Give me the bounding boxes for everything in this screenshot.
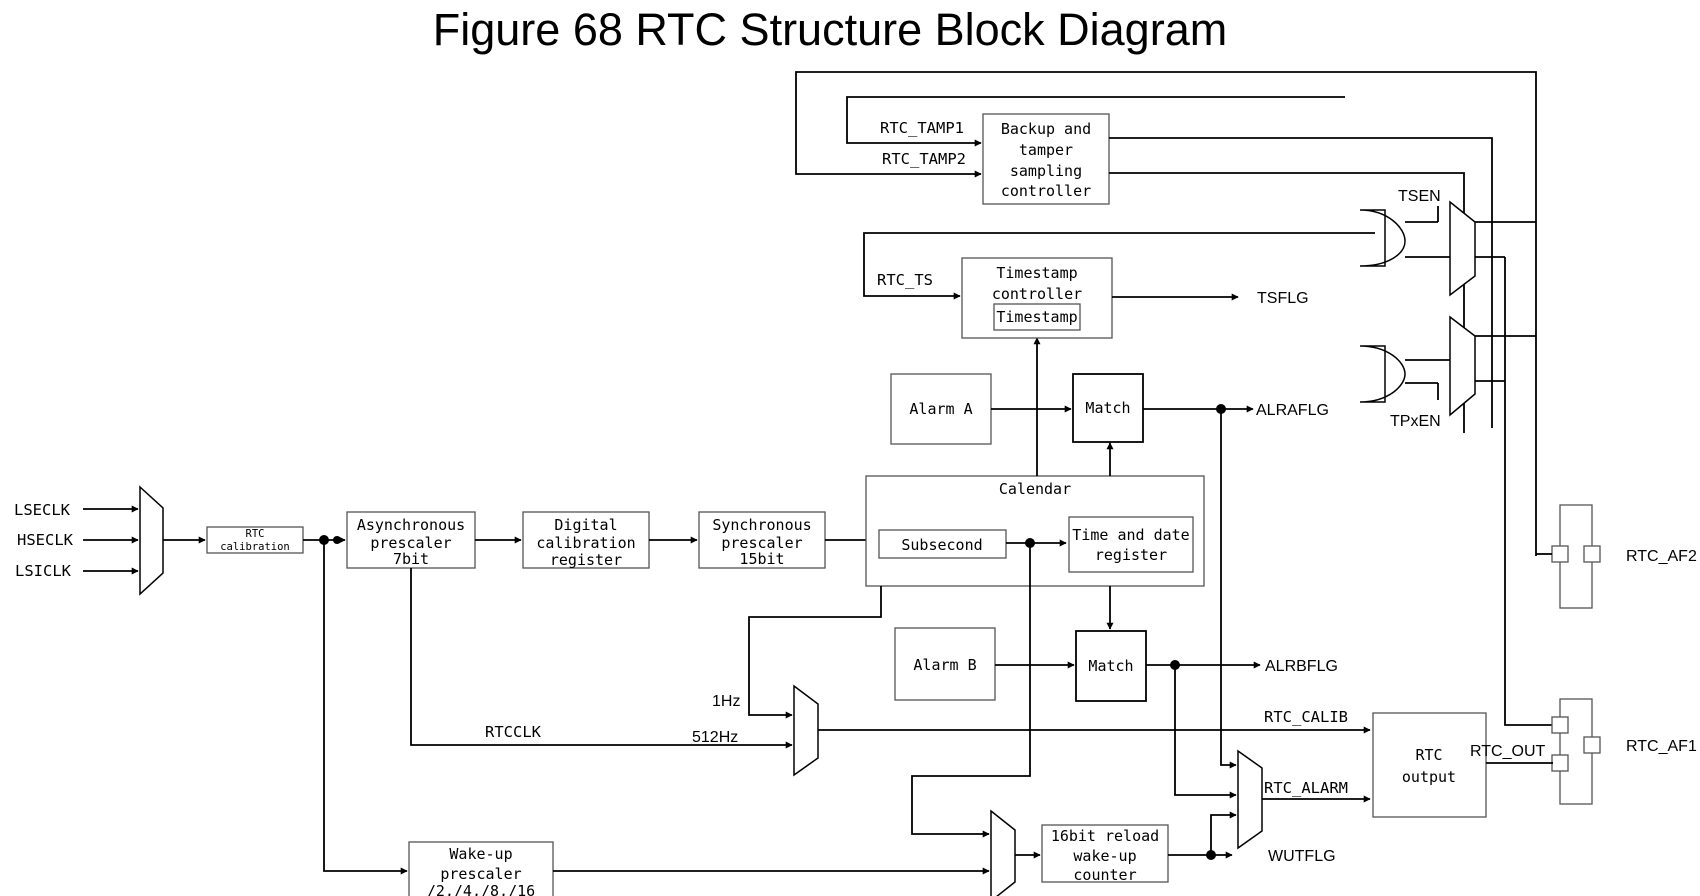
alraflg-label: ALRAFLG — [1256, 402, 1329, 419]
svg-text:register: register — [1095, 546, 1167, 564]
rtc-af1-label: RTC_AF1 — [1626, 738, 1697, 755]
junction-dot — [333, 536, 341, 544]
svg-text:prescaler: prescaler — [370, 534, 451, 552]
tpxen-and-gate — [1359, 345, 1406, 403]
rtc-calibration-label: calibration — [220, 541, 290, 553]
tamp2-wire — [795, 71, 1509, 178]
svg-text:output: output — [1402, 768, 1456, 786]
svg-text:prescaler: prescaler — [440, 865, 521, 883]
svg-text:sampling: sampling — [1010, 162, 1082, 180]
svg-text:prescaler: prescaler — [721, 534, 802, 552]
svg-text:/2,/4,/8,/16: /2,/4,/8,/16 — [427, 882, 535, 896]
svg-text:Match: Match — [1085, 399, 1130, 417]
1hz-label: 1Hz — [712, 693, 740, 710]
alarm-output-mux — [1237, 749, 1263, 850]
svg-text:Asynchronous: Asynchronous — [357, 516, 465, 534]
subsecond-block — [878, 529, 1007, 559]
svg-text:wake-up: wake-up — [1073, 847, 1136, 865]
svg-text:7bit: 7bit — [393, 550, 429, 568]
match-b-block — [1075, 630, 1147, 702]
svg-text:Match: Match — [1088, 657, 1133, 675]
alarm-b-block — [894, 627, 996, 701]
512hz-label: 512Hz — [692, 729, 738, 746]
wakeup-prescaler-block — [408, 841, 554, 896]
rtc-calibration-label: RTC — [246, 528, 265, 540]
tsen-and-gate — [1359, 209, 1406, 267]
diagram-title: Figure 68 RTC Structure Block Diagram — [433, 4, 1227, 55]
tsen-label: TSEN — [1398, 188, 1441, 205]
rtc-calibration-block — [206, 526, 304, 554]
rtc-tamp2-label: RTC_TAMP2 — [882, 150, 966, 168]
lseclk-label: LSECLK — [14, 501, 71, 519]
rtc-alarm-label: RTC_ALARM — [1264, 779, 1348, 797]
timestamp-block — [993, 303, 1081, 331]
tpxen-label: TPxEN — [1390, 413, 1441, 430]
tsflg-label: TSFLG — [1257, 290, 1309, 307]
svg-text:calibration: calibration — [536, 534, 635, 552]
svg-text:Digital: Digital — [554, 516, 617, 534]
svg-text:controller: controller — [992, 285, 1082, 303]
wakeup-input-mux — [990, 809, 1016, 896]
hseclk-label: HSECLK — [17, 531, 74, 549]
async-prescaler-block — [346, 511, 476, 569]
calib-output-mux — [793, 684, 819, 777]
svg-text:Wake-up: Wake-up — [449, 845, 512, 863]
1hz-wire — [748, 586, 882, 719]
rtc-output-block — [1372, 712, 1487, 818]
svg-text:controller: controller — [1001, 182, 1091, 200]
rtc-ts-label: RTC_TS — [877, 271, 933, 289]
rtc-calib-label: RTC_CALIB — [1264, 708, 1348, 726]
svg-text:Alarm A: Alarm A — [909, 400, 972, 418]
svg-text:counter: counter — [1073, 866, 1136, 884]
rtcclk-label: RTCCLK — [485, 723, 542, 741]
wutflg-label: WUTFLG — [1268, 848, 1336, 865]
alrbflg-label: ALRBFLG — [1265, 658, 1338, 675]
time-date-register-block — [1068, 516, 1194, 573]
svg-text:Alarm B: Alarm B — [913, 656, 976, 674]
calendar-label: Calendar — [999, 480, 1071, 498]
svg-text:Timestamp: Timestamp — [996, 308, 1077, 326]
svg-text:Synchronous: Synchronous — [712, 516, 811, 534]
tsen-output-mux — [1449, 200, 1476, 297]
rtc-af2-label: RTC_AF2 — [1626, 548, 1697, 565]
backup-tamper-block — [982, 113, 1110, 205]
svg-text:Backup and: Backup and — [1001, 120, 1091, 138]
lsiclk-label: LSICLK — [15, 562, 72, 580]
clock-source-mux — [139, 485, 164, 596]
alarm-a-block — [890, 373, 992, 445]
rtc-out-label: RTC_OUT — [1470, 743, 1545, 760]
svg-text:Time and date: Time and date — [1072, 526, 1189, 544]
svg-text:Subsecond: Subsecond — [901, 536, 982, 554]
svg-text:tamper: tamper — [1019, 141, 1073, 159]
svg-text:Timestamp: Timestamp — [996, 264, 1077, 282]
rtc-ts-wire — [863, 232, 1375, 300]
rtc-tamp1-label: RTC_TAMP1 — [880, 119, 964, 137]
tpxen-output-mux — [1449, 315, 1476, 417]
tamp1-wire — [846, 96, 1345, 147]
svg-text:15bit: 15bit — [739, 550, 784, 568]
wakeup-counter-block — [1041, 824, 1169, 883]
svg-text:register: register — [550, 551, 622, 569]
svg-text:RTC: RTC — [1415, 746, 1442, 764]
svg-text:16bit reload: 16bit reload — [1051, 827, 1159, 845]
rtcclk-wire — [410, 568, 793, 749]
sync-prescaler-block — [698, 511, 826, 569]
match-a-block — [1072, 373, 1144, 443]
